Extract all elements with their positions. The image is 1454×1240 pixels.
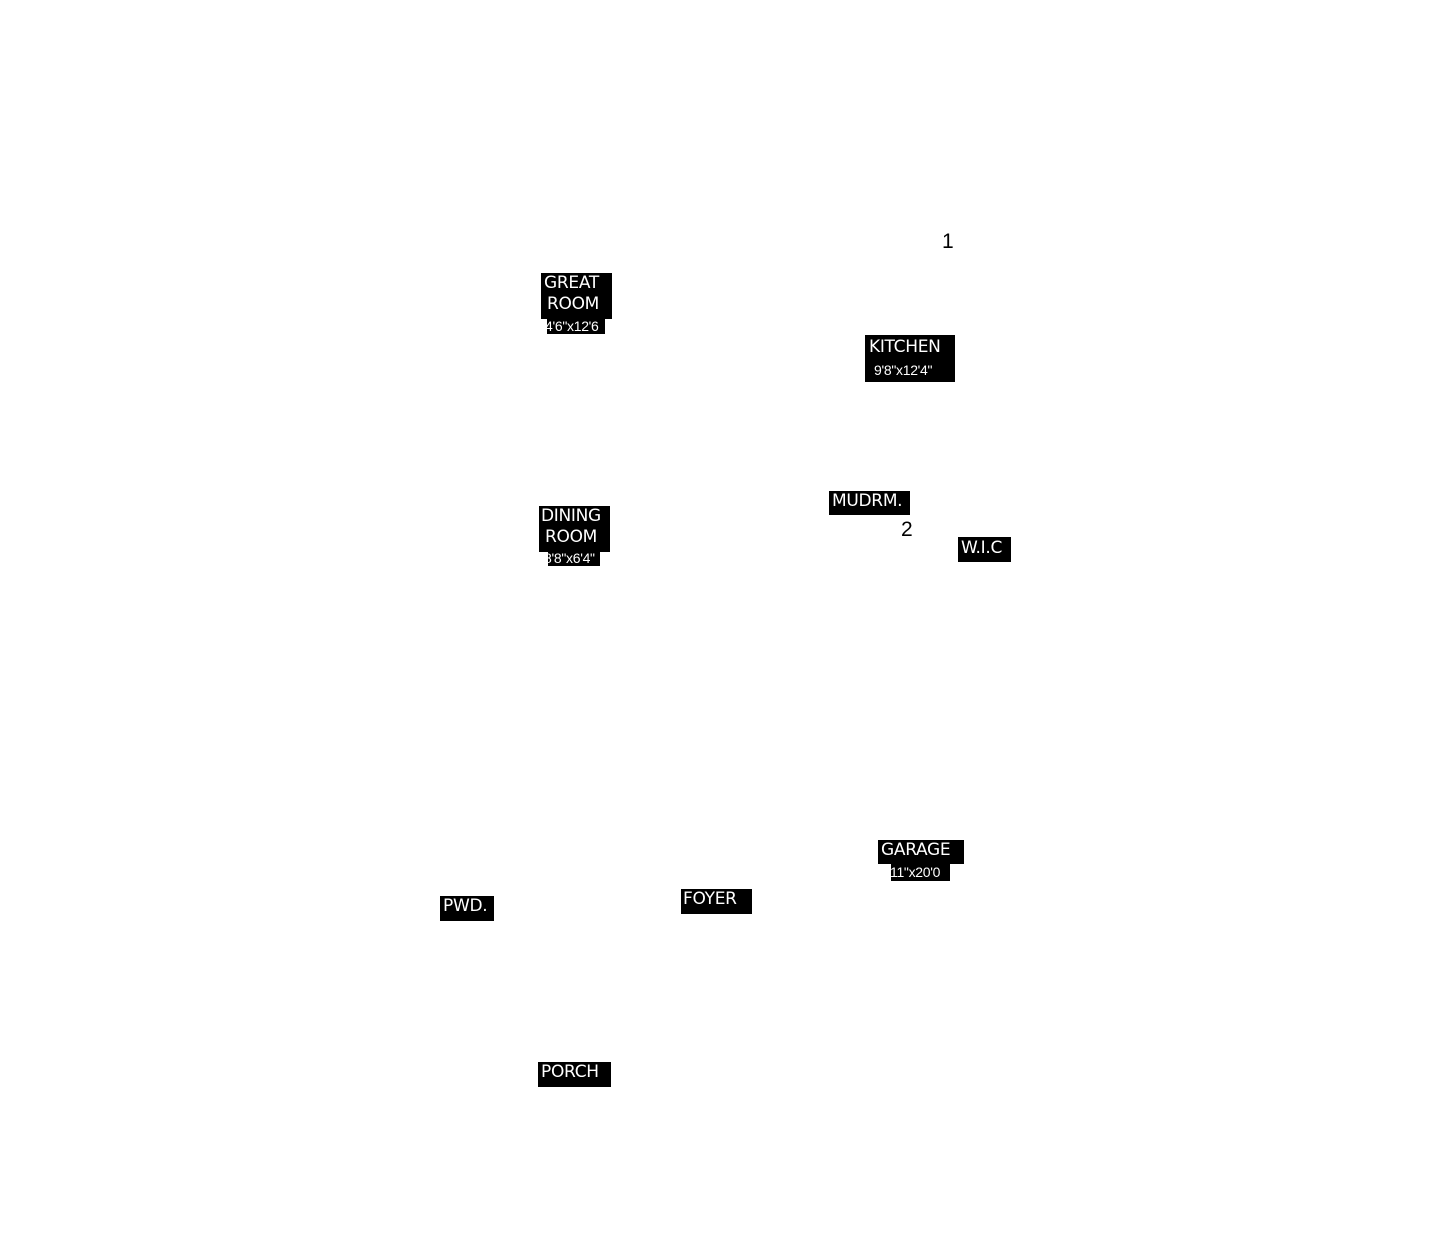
garage-name: GARAGE — [881, 840, 951, 860]
dining-room-dimensions: 8'8"x6'4" — [548, 550, 600, 566]
powder-room-label[interactable]: PWD. — [440, 896, 494, 921]
powder-room-name: PWD. — [443, 896, 488, 916]
kitchen-label[interactable]: KITCHEN 9'8"x12'4" — [865, 335, 955, 382]
foyer-label[interactable]: FOYER — [681, 889, 752, 914]
garage-dimensions: 11"x20'0 — [891, 864, 950, 881]
marker-1: 1 — [942, 230, 954, 253]
wic-label[interactable]: W.I.C — [958, 537, 1011, 562]
kitchen-size: 9'8"x12'4" — [874, 362, 933, 378]
foyer-name: FOYER — [683, 889, 737, 909]
mudroom-label[interactable]: MUDRM. — [829, 491, 910, 515]
mudroom-name: MUDRM. — [832, 491, 903, 511]
dining-room-label[interactable]: DINING ROOM — [539, 506, 610, 552]
marker-2: 2 — [901, 518, 913, 541]
great-room-name-line2: ROOM — [547, 294, 600, 314]
porch-label[interactable]: PORCH — [538, 1062, 611, 1087]
great-room-size: 4'6"x12'6 — [547, 318, 599, 334]
kitchen-name: KITCHEN — [869, 337, 941, 357]
great-room-label[interactable]: GREAT ROOM — [541, 273, 612, 319]
dining-room-size: 8'8"x6'4" — [548, 550, 595, 566]
porch-name: PORCH — [541, 1062, 599, 1082]
dining-room-name-line1: DINING — [541, 506, 601, 526]
great-room-name-line1: GREAT — [544, 273, 599, 293]
wic-name: W.I.C — [961, 538, 1003, 558]
garage-label[interactable]: GARAGE — [878, 840, 964, 864]
great-room-dimensions: 4'6"x12'6 — [547, 318, 605, 334]
dining-room-name-line2: ROOM — [545, 527, 598, 547]
garage-size: 11"x20'0 — [891, 864, 941, 880]
